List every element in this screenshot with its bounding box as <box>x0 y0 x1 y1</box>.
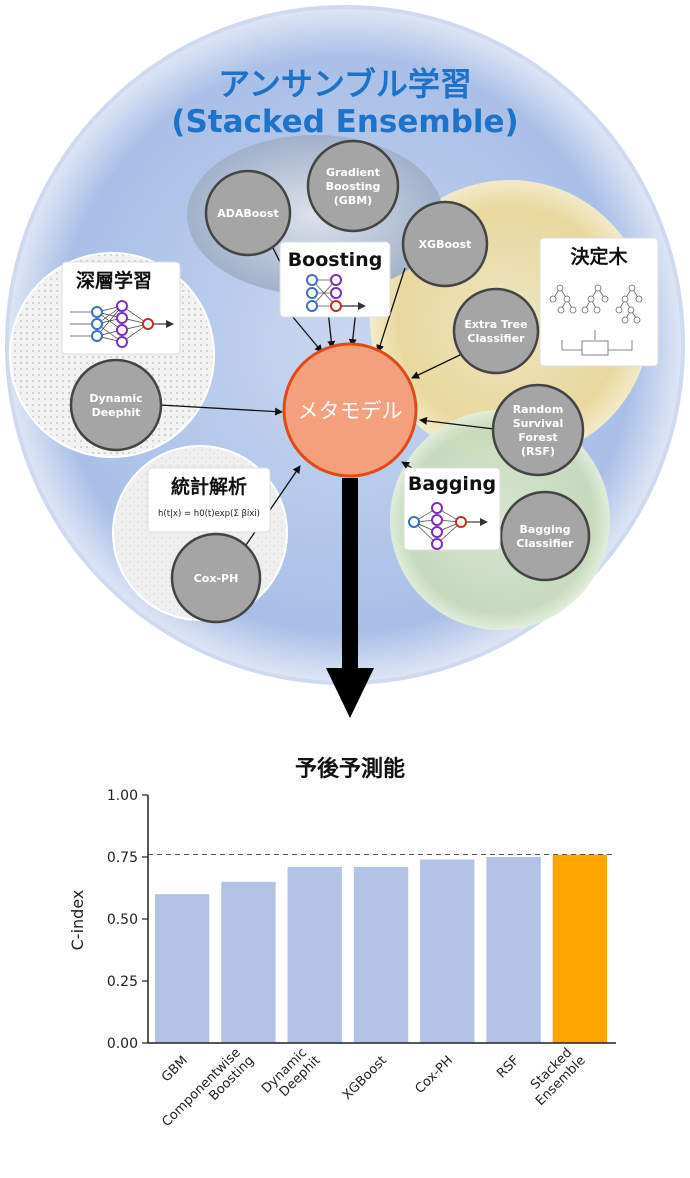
node-label-line: Boosting <box>326 180 381 193</box>
node-label-line: Gradient <box>326 166 380 179</box>
down-arrow-icon <box>326 478 374 718</box>
node-label-line: Dynamic <box>89 392 142 405</box>
x-tick-label: XGBoost <box>340 1053 390 1103</box>
statistics-label: 統計解析 <box>171 475 247 498</box>
tree-icon <box>549 284 643 356</box>
chart-title: 予後予測能 <box>295 756 405 782</box>
node-label-line: Classifier <box>516 537 574 550</box>
title-line-1: アンサンブル学習 <box>218 65 472 103</box>
node-label-line: ADABoost <box>217 207 278 220</box>
y-tick-label: 0.50 <box>107 912 138 928</box>
x-tick-label-line: Cox-PH <box>413 1053 457 1097</box>
x-tick-label-line: GBM <box>159 1053 191 1085</box>
bagging-network-icon <box>408 502 488 550</box>
meta-model-node: メタモデル <box>282 342 418 478</box>
y-axis-label: C-index <box>68 890 87 951</box>
node-label-line: Deephit <box>92 406 141 419</box>
y-tick-label: 0.00 <box>107 1036 138 1052</box>
svg-text:ADABoost: ADABoost <box>217 207 278 220</box>
x-tick-label: StackedEnsemble <box>522 1043 588 1109</box>
node-label-line: Random <box>513 403 564 416</box>
node-label-line: Classifier <box>467 332 525 345</box>
boosting-label: Boosting <box>288 249 383 271</box>
bagging-label: Bagging <box>408 473 496 495</box>
x-tick-label: Cox-PH <box>413 1053 457 1097</box>
node-label-line: XGBoost <box>419 238 472 251</box>
svg-text:XGBoost: XGBoost <box>419 238 472 251</box>
statistics-panel: 統計解析 h(t|x) = h0(t)exp(Σ βixi) <box>147 467 271 533</box>
decision-tree-label: 決定木 <box>570 245 628 268</box>
node-label-line: (RSF) <box>521 445 555 458</box>
bar <box>552 854 608 1043</box>
bar <box>221 881 276 1043</box>
bar <box>353 866 409 1043</box>
meta-model-label: メタモデル <box>298 399 403 423</box>
deep-learning-label: 深層学習 <box>76 269 152 292</box>
node-label-line: Survival <box>513 417 563 430</box>
node-label-line: Bagging <box>519 523 570 536</box>
node-label-line: Cox-PH <box>194 572 239 585</box>
bar <box>420 859 475 1043</box>
bar <box>154 894 210 1043</box>
node-label-line: Extra Tree <box>464 318 527 331</box>
y-tick-label: 1.00 <box>107 788 138 804</box>
bar <box>486 857 541 1043</box>
bar <box>287 866 342 1043</box>
boosting-panel: Boosting <box>279 241 391 318</box>
neural-net-icon <box>306 274 366 312</box>
cox-formula: h(t|x) = h0(t)exp(Σ βixi) <box>158 509 260 519</box>
x-tick-label: GBM <box>159 1053 191 1085</box>
node-xgboost: XGBoost <box>401 200 489 288</box>
svg-text:DynamicDeephit: DynamicDeephit <box>89 392 142 419</box>
x-tick-label-line: RSF <box>494 1053 522 1081</box>
decision-tree-panel: 決定木 <box>539 237 659 367</box>
deep-learning-panel: 深層学習 <box>61 261 181 355</box>
y-tick-label: 0.25 <box>107 974 138 990</box>
title-line-2: (Stacked Ensemble) <box>171 104 518 140</box>
node-label-line: Forest <box>518 431 557 444</box>
x-tick-label-line: XGBoost <box>340 1053 390 1103</box>
bagging-panel: Bagging <box>403 467 501 551</box>
svg-text:Cox-PH: Cox-PH <box>194 572 239 585</box>
x-tick-label: ComponentwiseBoosting <box>159 1043 257 1141</box>
node-coxph: Cox-PH <box>170 532 262 624</box>
node-label-line: (GBM) <box>334 194 372 207</box>
x-tick-label: DynamicDeephit <box>259 1043 324 1108</box>
deep-network-icon <box>70 300 174 348</box>
y-tick-label: 0.75 <box>107 850 138 866</box>
x-tick-label: RSF <box>494 1053 522 1081</box>
cindex-bar-chart: 予後予測能 C-index 0.000.250.500.751.00 GBMCo… <box>68 756 616 1141</box>
node-adaboost: ADABoost <box>204 169 292 257</box>
